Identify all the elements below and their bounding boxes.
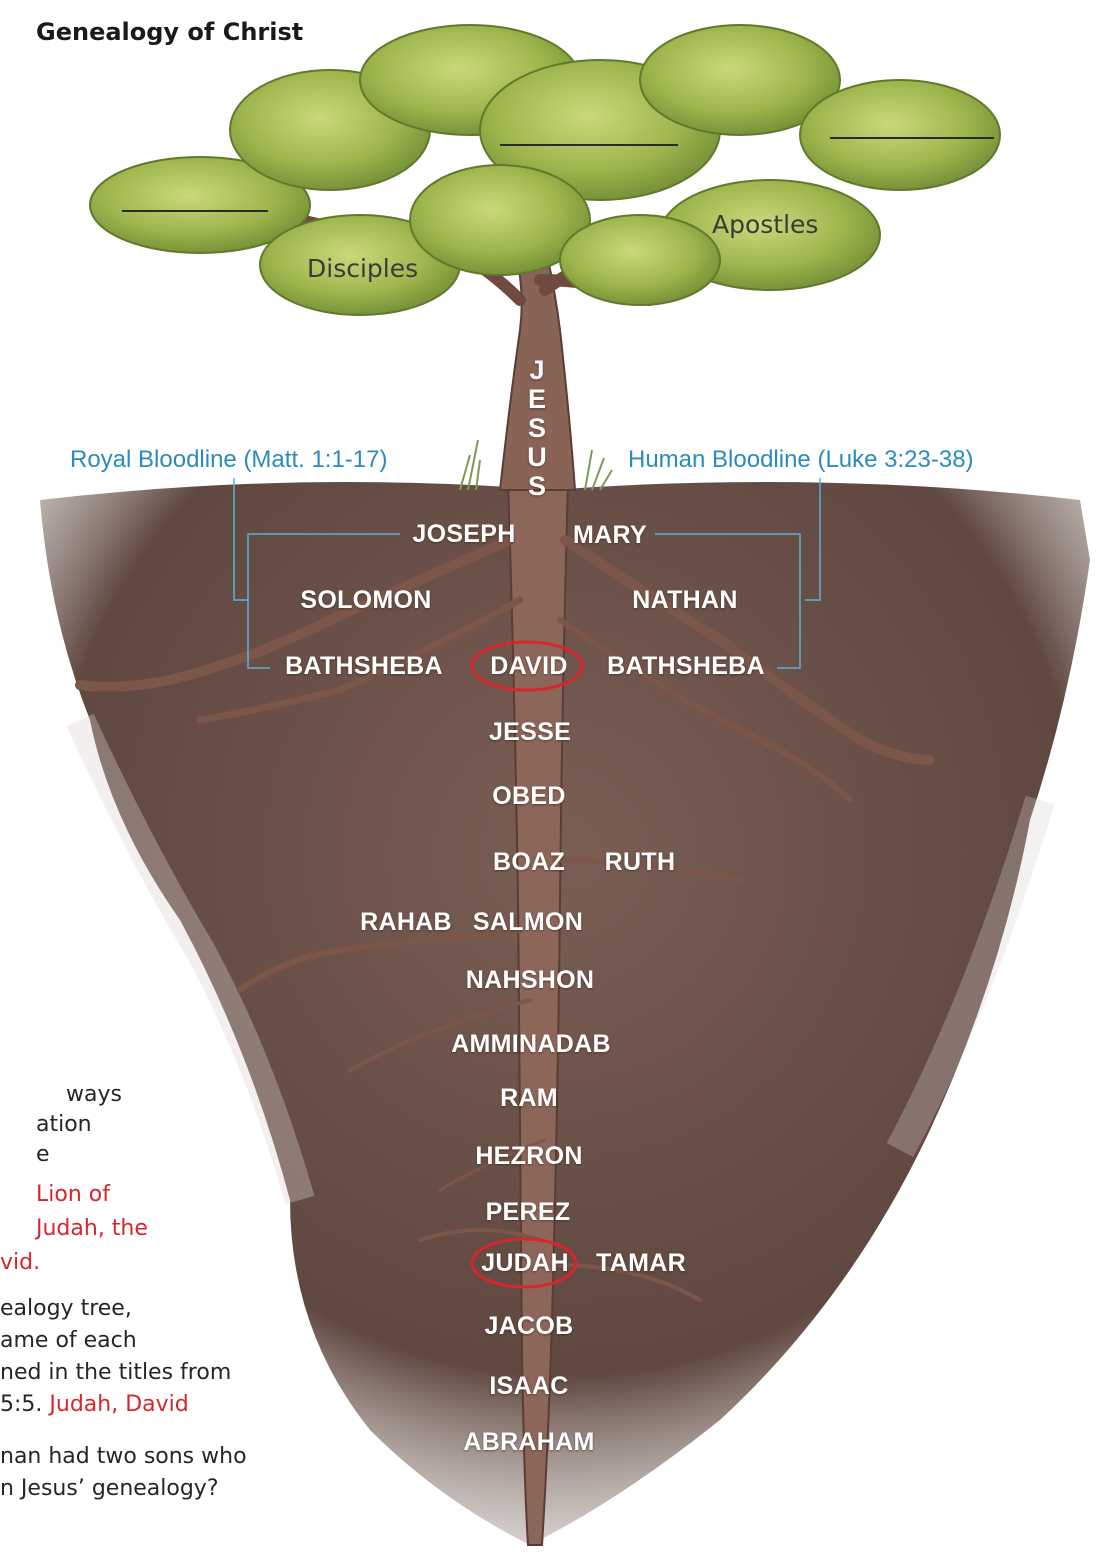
name-bathsheba-human: BATHSHEBA xyxy=(607,652,765,681)
name-amminadab: AMMINADAB xyxy=(451,1030,611,1059)
name-perez: PEREZ xyxy=(486,1198,571,1227)
name-salmon: SALMON xyxy=(473,908,583,937)
name-ruth: RUTH xyxy=(605,848,676,877)
side-text-line: n Jesus’ genealogy? xyxy=(0,1474,219,1504)
jesus-letter: E xyxy=(528,384,546,415)
name-nathan: NATHAN xyxy=(632,586,738,615)
side-text-line: ame of each xyxy=(0,1326,137,1356)
side-text-line: nan had two sons who xyxy=(0,1442,247,1472)
name-jacob: JACOB xyxy=(484,1312,573,1341)
side-text-line: ned in the titles from xyxy=(0,1358,231,1388)
side-text-red: Judah, the xyxy=(36,1214,148,1244)
name-mary: MARY xyxy=(573,521,647,550)
name-abraham: ABRAHAM xyxy=(463,1428,594,1457)
page-title: Genealogy of Christ xyxy=(36,18,303,46)
name-jesse: JESSE xyxy=(489,718,571,747)
canopy-label-apostles: Apostles xyxy=(712,210,818,239)
name-david: DAVID xyxy=(490,652,567,681)
name-joseph: JOSEPH xyxy=(412,520,515,549)
side-text-line: e xyxy=(36,1140,50,1170)
name-judah: JUDAH xyxy=(481,1249,569,1278)
jesus-letter: U xyxy=(527,442,547,473)
side-text-line: ation xyxy=(36,1110,92,1140)
side-text-answer: Judah, David xyxy=(49,1392,188,1417)
name-boaz: BOAZ xyxy=(493,848,565,877)
name-solomon: SOLOMON xyxy=(300,586,431,615)
jesus-letter: J xyxy=(529,355,544,386)
royal-bloodline-label: Royal Bloodline (Matt. 1:1-17) xyxy=(70,446,387,474)
jesus-letter: S xyxy=(528,413,546,444)
name-rahab: RAHAB xyxy=(360,908,452,937)
name-ram: RAM xyxy=(500,1084,558,1113)
side-text-red: Lion of xyxy=(36,1180,110,1210)
name-tamar: TAMAR xyxy=(596,1249,686,1278)
name-nahshon: NAHSHON xyxy=(466,966,595,995)
name-bathsheba-royal: BATHSHEBA xyxy=(285,652,443,681)
jesus-letter: S xyxy=(528,471,546,502)
human-bloodline-label: Human Bloodline (Luke 3:23-38) xyxy=(628,446,974,474)
canopy-label-disciples: Disciples xyxy=(307,254,418,283)
side-text-line: 5:5. Judah, David xyxy=(0,1390,189,1420)
name-hezron: HEZRON xyxy=(475,1142,582,1171)
side-text-red: vid. xyxy=(0,1248,40,1278)
side-text-line: ways xyxy=(66,1080,122,1110)
side-text-line: ealogy tree, xyxy=(0,1294,132,1324)
side-text-ref: 5:5. xyxy=(0,1392,42,1417)
name-isaac: ISAAC xyxy=(489,1372,568,1401)
name-obed: OBED xyxy=(492,782,565,811)
